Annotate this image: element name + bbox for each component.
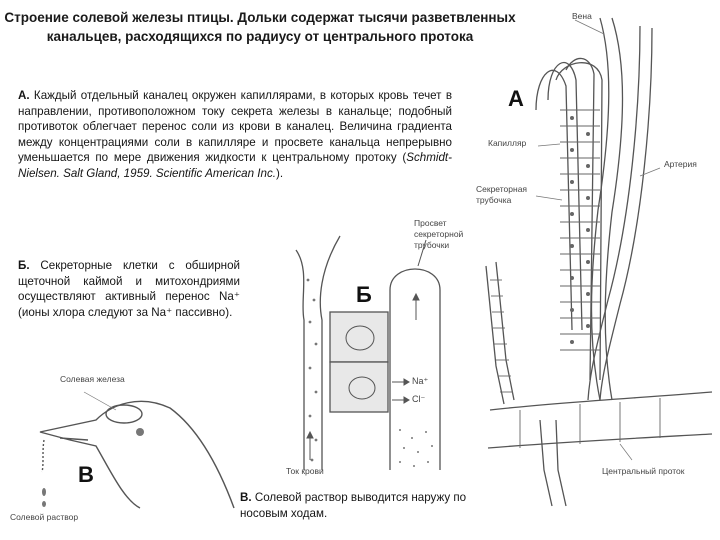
- section-a-body-end: ).: [275, 166, 284, 180]
- section-c-text: В. Солевой раствор выводится наружу по н…: [240, 490, 490, 521]
- figure-c-drawing: [39, 391, 235, 509]
- section-a-body: Каждый отдельный каналец окружен капилля…: [18, 89, 452, 165]
- section-a-text: А. Каждый отдельный каналец окружен капи…: [18, 88, 452, 182]
- section-c-body: Солевой раствор выводится наружу по носо…: [240, 491, 467, 520]
- label-artery: Артерия: [664, 159, 697, 169]
- section-c-marker: В.: [240, 491, 252, 504]
- figure-a-letter: А: [508, 86, 524, 111]
- figure-c-letter: В: [78, 462, 94, 487]
- section-a-marker: А.: [18, 89, 30, 102]
- label-na: Na⁺: [412, 376, 429, 386]
- label-cl: Cl⁻: [412, 394, 426, 404]
- figure-b-letter: Б: [356, 282, 372, 307]
- label-secretory-tube: Секреторная трубочка: [476, 184, 528, 205]
- label-vein: Вена: [572, 11, 592, 21]
- label-tube-lumen: Просвет секреторной трубочки: [414, 218, 464, 250]
- section-b-marker: Б.: [18, 259, 30, 272]
- figure-b-drawing: [295, 235, 441, 470]
- label-salt-solution: Солевой раствор: [10, 512, 79, 522]
- section-a-citation: Schmidt-Nielsen. Salt Gland, 1959. Scien…: [18, 151, 452, 180]
- label-central-duct: Центральный проток: [602, 466, 685, 476]
- label-capillary: Капилляр: [488, 138, 527, 148]
- label-blood-flow: Ток крови: [286, 466, 324, 476]
- section-b-text: Б. Секреторные клетки с обширной щеточно…: [18, 258, 240, 320]
- label-salt-gland: Солевая железа: [60, 374, 125, 384]
- section-b-body: Секреторные клетки с обширной щеточной к…: [18, 259, 240, 319]
- page-title: Строение солевой железы птицы. Дольки со…: [4, 10, 516, 44]
